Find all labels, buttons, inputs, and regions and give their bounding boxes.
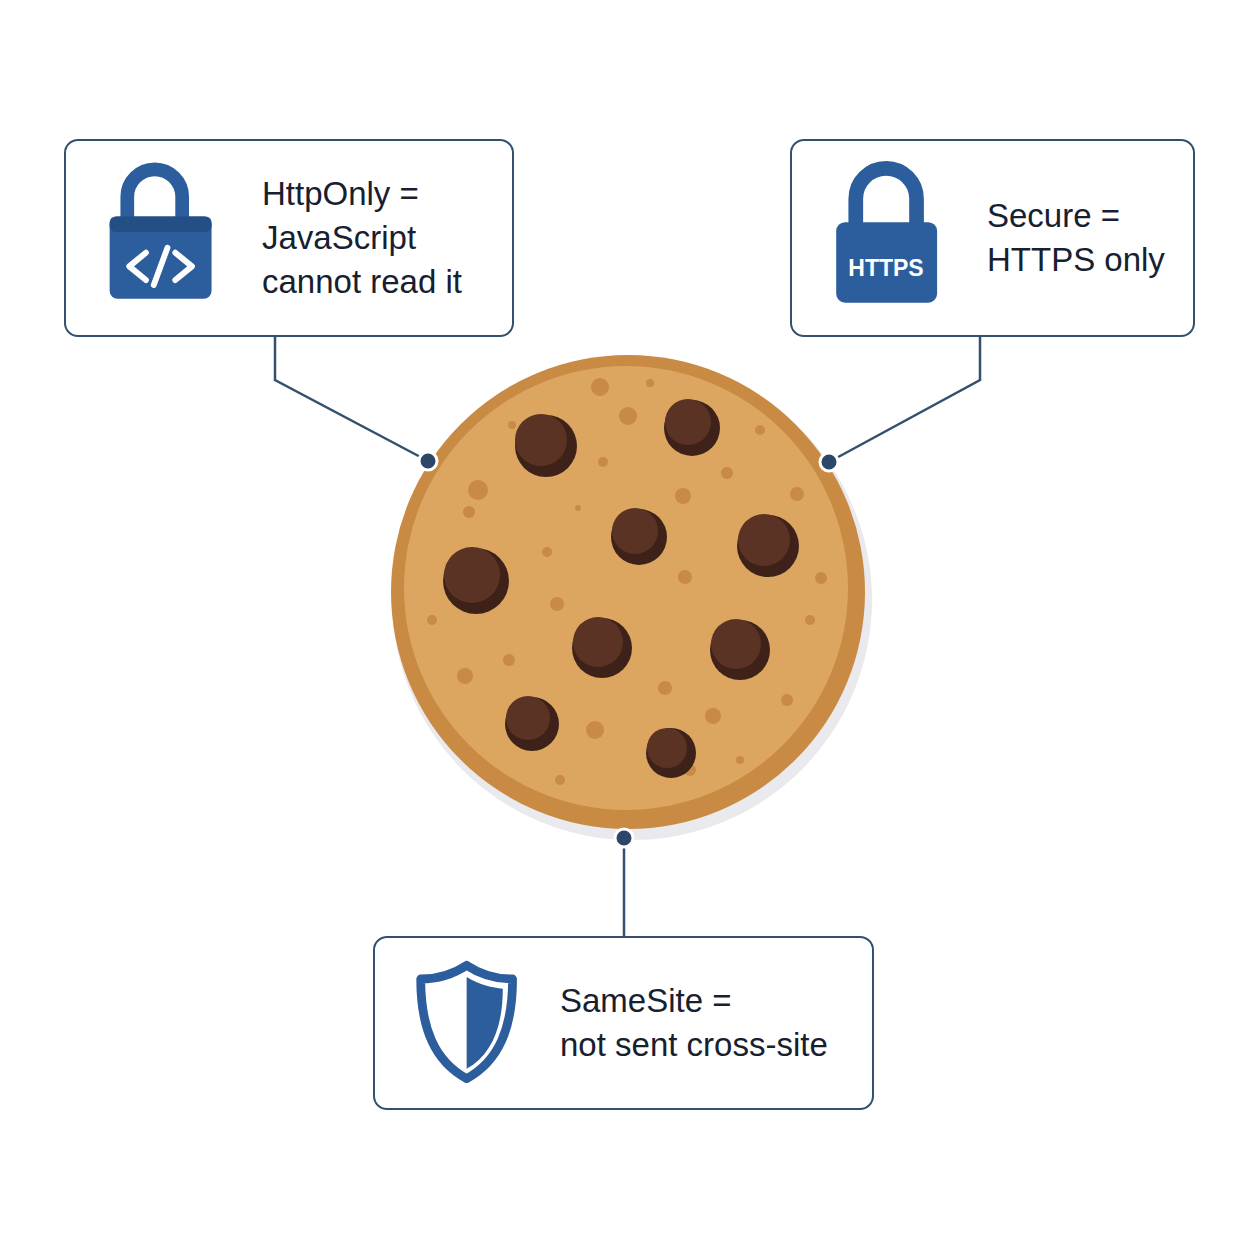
callout-text: Secure = HTTPS only — [987, 194, 1165, 282]
chocolate-chips — [443, 399, 799, 778]
leader-lines — [275, 337, 980, 936]
icon-symbol — [373, 936, 870, 1106]
callout-box: Secure = HTTPS onlyHTTPS — [790, 139, 1195, 337]
leader-dots — [419, 452, 838, 847]
cookie-rim — [391, 355, 865, 829]
icon-symbol — [790, 139, 1191, 333]
callout-box: SameSite = not sent cross-site — [373, 936, 874, 1110]
callout-text: SameSite = not sent cross-site — [560, 979, 828, 1067]
icon-label: HTTPS — [848, 254, 923, 282]
callout-box: HttpOnly = JavaScript cannot read it — [64, 139, 514, 337]
callout-text: HttpOnly = JavaScript cannot read it — [262, 172, 462, 304]
cookie-body — [404, 366, 848, 810]
cookie-crumbs — [427, 378, 827, 785]
